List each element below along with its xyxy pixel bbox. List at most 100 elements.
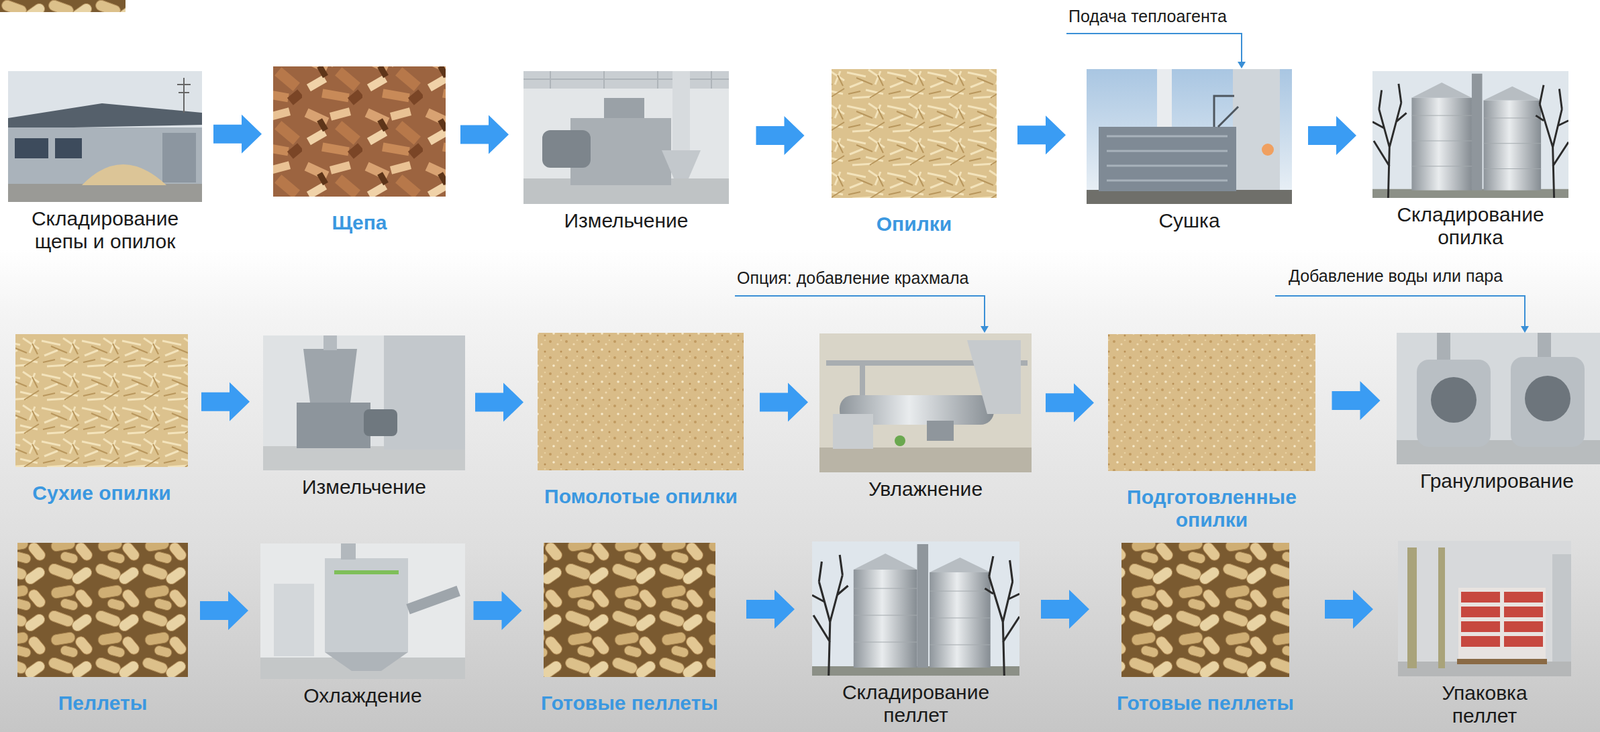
silos-photo bbox=[1372, 71, 1569, 198]
storage-photo-part bbox=[177, 77, 191, 113]
conditioner-photo-part bbox=[859, 365, 866, 396]
grinder-photo-part bbox=[604, 97, 645, 119]
process-step: Гранулирование bbox=[1396, 332, 1598, 493]
storage-photo bbox=[8, 71, 203, 203]
packing-photo-part bbox=[1438, 547, 1445, 669]
sawdust-photo bbox=[831, 69, 997, 198]
flow-arrow bbox=[201, 382, 250, 422]
material-label: Опилки bbox=[831, 212, 997, 236]
pellets-photo bbox=[17, 542, 188, 678]
material-step: Готовые пеллеты bbox=[1110, 542, 1300, 715]
process-step: Увлажнение bbox=[819, 333, 1032, 501]
conditioner-photo-part bbox=[894, 435, 906, 447]
photo-area bbox=[273, 66, 446, 197]
packing-photo-part-part bbox=[1461, 621, 1500, 633]
corner-photo bbox=[0, 0, 126, 13]
leader-heads-part bbox=[980, 326, 989, 333]
step-label: Упаковка пеллет bbox=[1417, 681, 1552, 727]
material-label: Щепа bbox=[273, 211, 446, 235]
packing-photo-part-part bbox=[1504, 621, 1543, 633]
cooler-photo-part bbox=[406, 585, 461, 615]
storage-photo-part bbox=[8, 71, 203, 203]
packing-photo-part-part bbox=[1504, 636, 1543, 647]
flow-arrow bbox=[1040, 589, 1090, 629]
step-label: Складирование пеллет bbox=[812, 681, 1020, 727]
photo-area bbox=[1086, 69, 1292, 205]
step-label: Увлажнение bbox=[819, 477, 1032, 501]
grinder-photo-part bbox=[661, 150, 701, 179]
material-label: Помолотые опилки bbox=[533, 485, 749, 509]
dryer-photo-part bbox=[1106, 136, 1228, 181]
callout-note: Добавление воды или пара bbox=[1288, 266, 1503, 286]
hammer-mill-photo-part bbox=[296, 402, 371, 449]
grinder-photo-part bbox=[523, 71, 729, 89]
packing-photo-part-part bbox=[1461, 591, 1500, 603]
cooler-photo-part bbox=[340, 543, 356, 560]
process-step: Складирование пеллет bbox=[812, 541, 1020, 727]
flow-arrow bbox=[759, 383, 809, 423]
packing-photo-part-part bbox=[1461, 636, 1500, 647]
grinder-photo-part bbox=[672, 71, 690, 152]
flow-arrow bbox=[475, 383, 524, 423]
callout-note: Подача теплоагента bbox=[1068, 6, 1227, 27]
photo-area bbox=[831, 69, 997, 198]
pellet-mill-photo-part bbox=[1436, 332, 1451, 360]
flow-arrow bbox=[1017, 115, 1066, 155]
flow-arrow bbox=[1308, 116, 1357, 156]
flow-arrow bbox=[213, 114, 262, 154]
packing-photo-part-part bbox=[1461, 606, 1500, 618]
grinder-photo bbox=[523, 71, 729, 205]
process-step: Охлаждение bbox=[260, 543, 466, 708]
packing-photo-part bbox=[1552, 554, 1572, 662]
step-label: Сушка bbox=[1086, 209, 1292, 233]
leader-lines-part bbox=[1066, 33, 1242, 65]
photo-area bbox=[1108, 334, 1316, 472]
cooler-photo-part bbox=[324, 558, 409, 653]
photo-area bbox=[1397, 540, 1572, 677]
material-step: Сухие опилки bbox=[15, 334, 188, 505]
flow-arrow bbox=[1324, 589, 1374, 629]
process-step: Измельчение bbox=[263, 335, 466, 499]
leader-lines-part bbox=[1275, 295, 1525, 329]
material-step: Опилки bbox=[831, 69, 997, 236]
pellet-mill-photo bbox=[1396, 332, 1600, 465]
packing-photo bbox=[1397, 540, 1572, 677]
hammer-mill-photo-part bbox=[303, 348, 358, 403]
material-label: Сухие опилки bbox=[15, 481, 188, 505]
cooler-photo bbox=[260, 543, 466, 680]
packing-photo-part-part bbox=[1504, 591, 1543, 603]
dryer-photo-part bbox=[1086, 69, 1292, 205]
photo-area bbox=[15, 334, 188, 468]
packing-photo-part bbox=[1457, 659, 1547, 665]
step-label: Измельчение bbox=[263, 475, 466, 499]
dryer-photo-part bbox=[1098, 126, 1237, 192]
leader-heads-part bbox=[1237, 61, 1246, 69]
photo-area bbox=[812, 541, 1020, 676]
conditioner-photo bbox=[819, 333, 1032, 473]
photo-area bbox=[819, 333, 1032, 473]
chips-photo bbox=[273, 66, 446, 197]
callout-note: Опция: добавление крахмала bbox=[736, 268, 969, 288]
pellet-mill-photo-part bbox=[1524, 375, 1571, 422]
dryer-photo bbox=[1086, 69, 1292, 205]
pellet-mill-photo-part bbox=[1416, 359, 1491, 447]
photo-area bbox=[533, 332, 749, 471]
flow-arrow bbox=[756, 116, 805, 156]
cooler-photo-part bbox=[273, 583, 315, 657]
photo-area bbox=[260, 543, 466, 680]
flow-arrow bbox=[746, 589, 795, 629]
dry-sawdust-photo bbox=[15, 334, 188, 468]
step-label: Складирование щепы и опилок bbox=[18, 207, 193, 253]
pellet-mill-photo-part bbox=[1510, 357, 1585, 447]
finished-pellets-photo bbox=[1121, 542, 1290, 678]
packing-photo-part-part bbox=[1504, 606, 1543, 618]
conditioner-photo-part bbox=[967, 340, 1021, 415]
pellet-silos-photo bbox=[812, 541, 1020, 676]
step-label: Измельчение bbox=[523, 209, 729, 233]
material-label: Готовые пеллеты bbox=[530, 691, 729, 715]
cooler-photo-part bbox=[324, 652, 409, 672]
material-step: Помолотые опилки bbox=[533, 332, 749, 509]
hammer-mill-photo-part bbox=[263, 446, 466, 471]
